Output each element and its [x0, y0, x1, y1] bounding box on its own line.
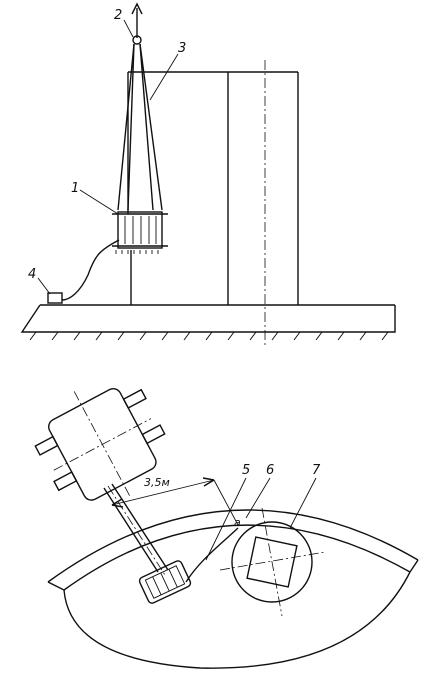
elevation-view: 1 2 3 4: [20, 2, 396, 345]
dimension-line: [111, 477, 239, 526]
crane-body: [34, 388, 166, 501]
boom-lines: [103, 483, 169, 576]
dimension-label: 3,5м: [144, 476, 170, 489]
cable-line: [61, 239, 120, 301]
sling-lines: [117, 43, 163, 211]
tank-wall: [47, 509, 419, 669]
label-7: 7: [312, 463, 321, 478]
crane-rig-plan: [138, 560, 192, 604]
leaders-bottom: [205, 477, 317, 561]
label-5: 5: [242, 463, 250, 478]
label-1: 1: [71, 181, 79, 196]
leaders-top: [37, 19, 179, 295]
cable-plan: [185, 527, 239, 583]
label-2: 2: [114, 8, 122, 23]
label-6: 6: [266, 463, 274, 478]
label-4: 4: [28, 267, 36, 282]
hook-icon: [131, 2, 143, 45]
tower-structure: [127, 60, 299, 345]
ground: [20, 304, 396, 341]
plan-view: 3,5м 5 6 a 7: [34, 388, 419, 669]
label-3: 3: [178, 41, 186, 56]
control-box: [47, 292, 63, 304]
label-a: a: [234, 516, 241, 529]
tank-circle: [219, 507, 326, 617]
crane-rig: [112, 211, 168, 254]
